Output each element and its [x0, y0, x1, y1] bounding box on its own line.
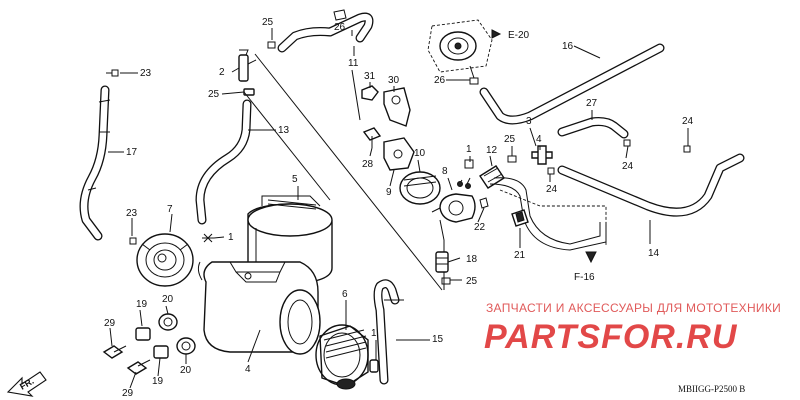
callout-2: 2: [219, 67, 225, 78]
callout-22: 22: [474, 222, 486, 233]
callout-1-right: 1: [466, 144, 472, 155]
hose-16: [479, 43, 665, 125]
ref-f16: F-16: [574, 272, 595, 283]
canister-4: [197, 261, 321, 355]
callout-25-right: 25: [504, 134, 516, 145]
hose-11: [277, 12, 374, 53]
callout-25-bottom: 25: [466, 276, 478, 287]
callout-1-lower: 1: [371, 328, 377, 339]
fitting-1-middle: [202, 233, 214, 243]
hose-27: [557, 117, 629, 139]
callout-29-upper: 29: [104, 318, 116, 329]
callout-12: 12: [486, 145, 498, 156]
pipe-18: [435, 251, 449, 273]
callout-27: 27: [586, 98, 598, 109]
nut-31: [361, 85, 379, 101]
callout-28: 28: [362, 159, 374, 170]
callout-labels: 16 26 25 11 23 2 31 30 26 25 13 27 3 25 …: [104, 17, 694, 399]
hose-13: [195, 99, 252, 225]
watermark-caption: ЗАПЧАСТИ И АКСЕССУАРЫ ДЛЯ МОТОТЕХНИКИ: [486, 301, 781, 315]
callout-3: 3: [526, 116, 532, 127]
watermark-logo: PARTSFOR.RU: [484, 318, 738, 356]
clip-25-bottom: [441, 277, 451, 285]
f16-arrow: [585, 251, 597, 264]
callout-29-lower: 29: [122, 388, 134, 399]
callout-18: 18: [466, 254, 478, 265]
tube-2: [238, 49, 257, 82]
callout-20-lower: 20: [180, 365, 192, 376]
callout-26-top: 26: [334, 22, 346, 33]
fitting-1-lower: [369, 359, 379, 373]
joint-3: [531, 145, 553, 165]
hose-14: [557, 153, 745, 217]
front-arrow: [6, 371, 47, 397]
bolt-29-upper: [102, 345, 127, 359]
callout-15: 15: [432, 334, 444, 345]
callout-19-upper: 19: [136, 299, 148, 310]
clip-26-top: [333, 9, 347, 21]
callout-1-middle: 1: [228, 232, 234, 243]
callout-26-right: 26: [434, 75, 446, 86]
clip-25-top: [267, 41, 276, 49]
callout-6: 6: [342, 289, 348, 300]
clip-23-top: [106, 69, 119, 77]
collar-19-upper: [135, 327, 151, 341]
callout-4: 4: [245, 364, 251, 375]
bracket-9: [383, 137, 415, 171]
ref-e20: E-20: [508, 30, 530, 41]
hose-15: [373, 279, 404, 385]
clip-24-top: [683, 145, 691, 153]
collar-19-lower: [153, 345, 169, 359]
callout-7: 7: [167, 204, 173, 215]
bolt-28: [362, 127, 382, 148]
callout-10: 10: [414, 148, 426, 159]
callout-25-left: 25: [208, 89, 220, 100]
callout-13: 13: [278, 125, 290, 136]
leader-lines: [108, 28, 689, 389]
callout-9: 9: [386, 187, 392, 198]
clip-25-right: [507, 155, 517, 163]
clamp-21: [511, 209, 529, 227]
callout-14: 14: [648, 248, 660, 259]
valve-8: [431, 177, 476, 223]
callout-23-lower: 23: [126, 208, 138, 219]
clip-26-right: [469, 77, 479, 85]
valve-e20-assembly: [427, 19, 493, 79]
callout-24-mid: 24: [622, 161, 634, 172]
grommet-20-upper: [158, 313, 178, 331]
callout-4-right: 4: [536, 134, 542, 145]
plate-7: [136, 233, 194, 287]
clip-24-mid: [623, 139, 631, 147]
callout-17: 17: [126, 147, 138, 158]
band-10: [399, 171, 441, 205]
callout-21: 21: [514, 250, 526, 261]
callout-5: 5: [292, 174, 298, 185]
e20-arrow: [491, 29, 502, 39]
grommet-20-lower: [176, 337, 196, 355]
clip-24-lower: [547, 167, 555, 175]
callout-25-top: 25: [262, 17, 274, 28]
clip-23-lower: [129, 237, 137, 245]
fitting-1-right: [464, 159, 474, 169]
callout-11: 11: [348, 58, 359, 69]
callout-20-upper: 20: [162, 294, 174, 305]
bracket-30: [383, 87, 411, 127]
callout-19-lower: 19: [152, 376, 164, 387]
callout-30: 30: [388, 75, 400, 86]
callout-31: 31: [364, 71, 376, 82]
callout-8: 8: [442, 166, 448, 177]
callout-24-lower: 24: [546, 184, 558, 195]
bolt-29-lower: [126, 359, 151, 375]
hose-17: [79, 85, 111, 241]
fitting-22: [479, 197, 489, 209]
cap-6: [315, 324, 369, 390]
drawing-code: MBIIGG-P2500 B: [678, 384, 745, 394]
callout-16: 16: [562, 41, 574, 52]
callout-24-top: 24: [682, 116, 694, 127]
callout-23-top: 23: [140, 68, 152, 79]
